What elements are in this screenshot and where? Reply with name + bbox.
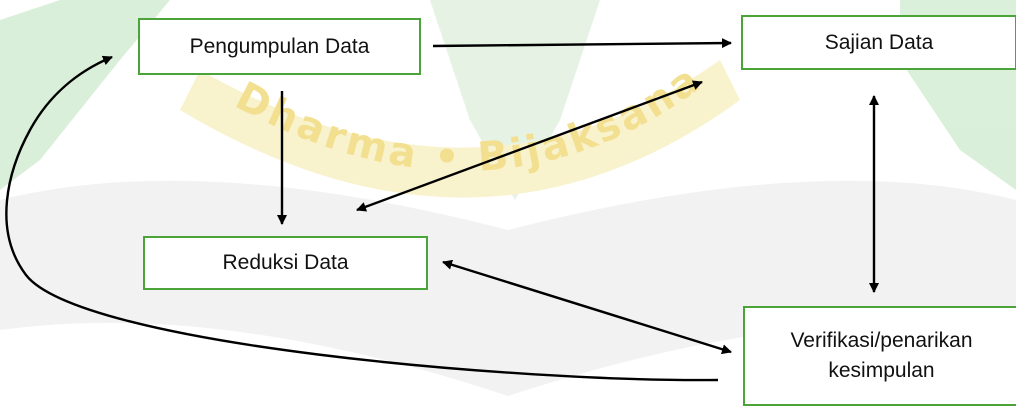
node-reduksi-label: Reduksi Data <box>222 251 349 274</box>
diagram-canvas: Dharma • Bijaksana • Ksatria <box>0 0 1016 396</box>
node-reduksi-data: Reduksi Data <box>143 236 428 290</box>
node-verifikasi-label: Verifikasi/penarikan kesimpulan <box>790 329 973 382</box>
arrow-pengumpulan-to-sajian <box>432 38 732 49</box>
node-verifikasi: Verifikasi/penarikan kesimpulan <box>743 306 1016 406</box>
arrow-sajian-reduksi <box>356 80 703 212</box>
node-sajian-data: Sajian Data <box>741 15 1016 70</box>
connectors <box>5 38 879 382</box>
watermark-dot-2: • <box>0 0 14 10</box>
node-pengumpulan-data: Pengumpulan Data <box>138 18 421 75</box>
watermark-green-left <box>0 0 170 190</box>
node-pengumpulan-label: Pengumpulan Data <box>189 34 370 58</box>
node-sajian-label: Sajian Data <box>824 30 934 54</box>
arrow-reduksi-verifikasi <box>442 259 732 355</box>
arrow-verifikasi-to-pengumpulan <box>5 55 719 382</box>
watermark-word-ksatria: Ksatria <box>0 0 17 10</box>
